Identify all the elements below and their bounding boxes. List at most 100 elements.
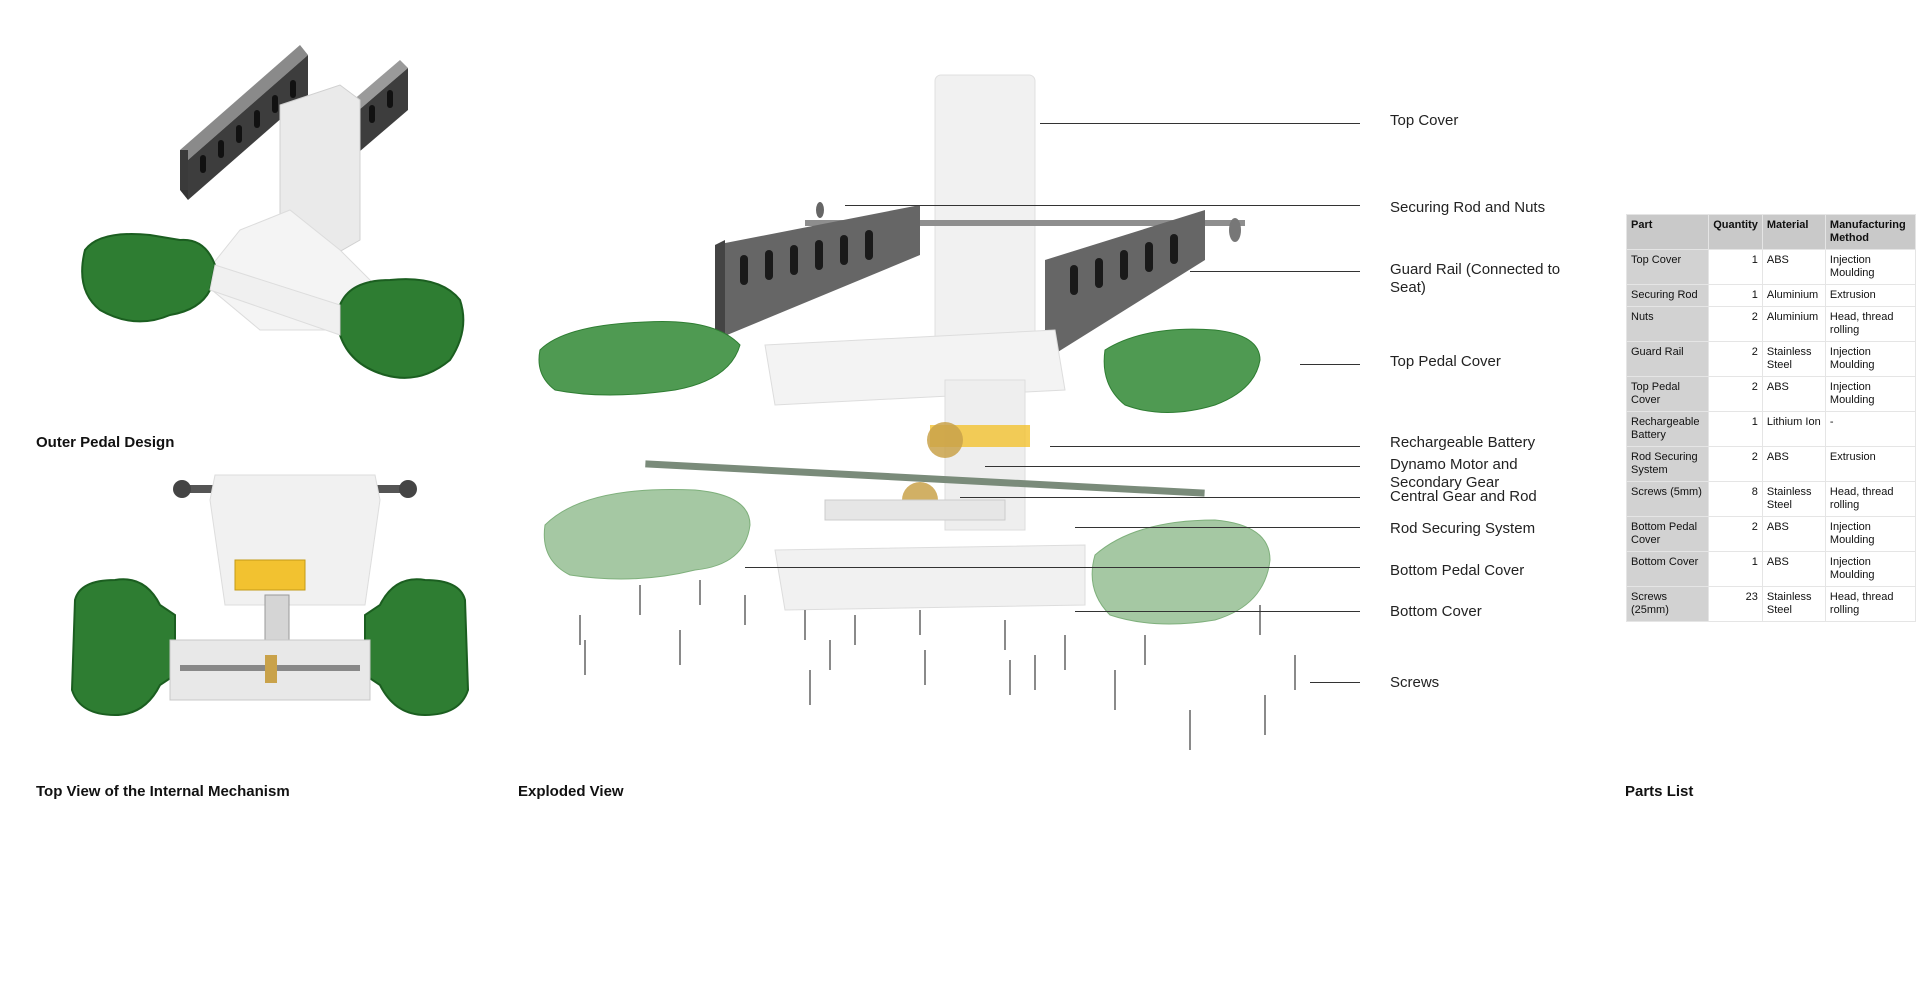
leader-bottom-cover	[1075, 611, 1360, 612]
battery	[234, 559, 306, 591]
exploded-view-render	[538, 74, 1296, 750]
cell-part: Nuts	[1625, 306, 1710, 342]
leader-screws	[1310, 682, 1360, 683]
cell-quantity: 2	[1708, 516, 1763, 552]
guard-rail-right-exploded	[1045, 210, 1205, 360]
header-material: Material	[1761, 214, 1826, 250]
caption-exploded-view: Exploded View	[518, 783, 624, 800]
callout-top-pedal-cover: Top Pedal Cover	[1390, 353, 1501, 370]
cell-method: Injection Moulding	[1824, 341, 1917, 377]
leader-battery	[1050, 446, 1360, 447]
pedal-right-top	[364, 578, 470, 717]
cell-quantity: 2	[1708, 446, 1763, 482]
bottom-cover	[774, 544, 1086, 611]
leader-top-cover	[1040, 123, 1360, 124]
cell-method: Injection Moulding	[1824, 551, 1917, 587]
top-pedal-cover-left	[538, 321, 741, 396]
cell-material: ABS	[1761, 376, 1826, 412]
cell-part: Screws (5mm)	[1625, 481, 1710, 517]
outer-pedal-render	[81, 45, 465, 379]
cell-quantity: 23	[1708, 586, 1763, 622]
leader-central-gear	[960, 497, 1360, 498]
cell-material: Stainless Steel	[1761, 341, 1826, 377]
callout-bottom-cover: Bottom Cover	[1390, 603, 1482, 620]
leader-top-pedal-cover	[1300, 364, 1360, 365]
cell-part: Guard Rail	[1625, 341, 1710, 377]
bottom-pedal-cover-left	[543, 488, 751, 580]
cell-part: Rechargeable Battery	[1625, 411, 1710, 447]
cell-quantity: 2	[1708, 376, 1763, 412]
cell-method: Injection Moulding	[1824, 376, 1917, 412]
leader-guard-rail	[1190, 271, 1360, 272]
cell-part: Top Cover	[1625, 249, 1710, 285]
parts-list-table: Part Quantity Material Manufacturing Met…	[1625, 214, 1917, 622]
header-quantity: Quantity	[1708, 214, 1763, 250]
cell-quantity: 1	[1708, 411, 1763, 447]
cell-method: Injection Moulding	[1824, 249, 1917, 285]
cell-material: Lithium Ion	[1761, 411, 1826, 447]
top-pedal-cover-right	[1103, 328, 1261, 413]
leader-rod-securing	[1075, 527, 1360, 528]
cell-quantity: 1	[1708, 284, 1763, 307]
cell-method: Head, thread rolling	[1824, 306, 1917, 342]
caption-outer-pedal-design: Outer Pedal Design	[36, 434, 175, 451]
callout-screws: Screws	[1390, 674, 1440, 691]
callout-battery: Rechargeable Battery	[1390, 434, 1536, 451]
table-header-row: Part Quantity Material Manufacturing Met…	[1625, 214, 1917, 250]
cell-part: Bottom Cover	[1625, 551, 1710, 587]
leader-bottom-pedal	[745, 567, 1360, 568]
cell-method: Head, thread rolling	[1824, 586, 1917, 622]
cell-material: Stainless Steel	[1761, 481, 1826, 517]
cell-material: Aluminium	[1761, 306, 1826, 342]
cell-method: -	[1824, 411, 1917, 447]
cell-material: ABS	[1761, 249, 1826, 285]
cell-part: Screws (25mm)	[1625, 586, 1710, 622]
callout-guard-rail: Guard Rail (Connected to Seat)	[1390, 261, 1561, 296]
screws-group	[579, 580, 1296, 750]
cell-quantity: 1	[1708, 551, 1763, 587]
dynamo-motor	[264, 594, 290, 641]
callout-rod-securing: Rod Securing System	[1390, 520, 1536, 537]
callout-securing-rod: Securing Rod and Nuts	[1390, 199, 1546, 216]
cell-quantity: 2	[1708, 306, 1763, 342]
cell-material: ABS	[1761, 516, 1826, 552]
cell-method: Head, thread rolling	[1824, 481, 1917, 517]
securing-rod-exploded	[805, 220, 1245, 226]
internal-mechanism-render	[70, 474, 470, 717]
cell-material: ABS	[1761, 446, 1826, 482]
cell-method: Extrusion	[1824, 446, 1917, 482]
callout-top-cover: Top Cover	[1390, 112, 1459, 129]
central-gear	[265, 655, 277, 683]
rod-securing-system	[824, 499, 1006, 521]
pedal-bridge	[209, 264, 341, 336]
callout-bottom-pedal: Bottom Pedal Cover	[1390, 562, 1525, 579]
callout-dynamo: Dynamo Motor and Secondary Gear	[1390, 456, 1518, 491]
guard-rail-left-exploded	[715, 205, 920, 340]
cell-method: Injection Moulding	[1824, 516, 1917, 552]
cell-quantity: 2	[1708, 341, 1763, 377]
cell-part: Rod Securing System	[1625, 446, 1710, 482]
pedal-left-top	[70, 578, 176, 717]
pedal-left	[81, 233, 217, 323]
leader-securing-rod	[845, 205, 1360, 206]
cell-part: Securing Rod	[1625, 284, 1710, 307]
secondary-gear	[927, 422, 963, 458]
cell-part: Top Pedal Cover	[1625, 376, 1710, 412]
guard-rail-left	[180, 45, 308, 200]
cell-material: ABS	[1761, 551, 1826, 587]
cell-material: Aluminium	[1761, 284, 1826, 307]
cell-quantity: 8	[1708, 481, 1763, 517]
header-method: Manufacturing Method	[1824, 214, 1917, 250]
cell-material: Stainless Steel	[1761, 586, 1826, 622]
